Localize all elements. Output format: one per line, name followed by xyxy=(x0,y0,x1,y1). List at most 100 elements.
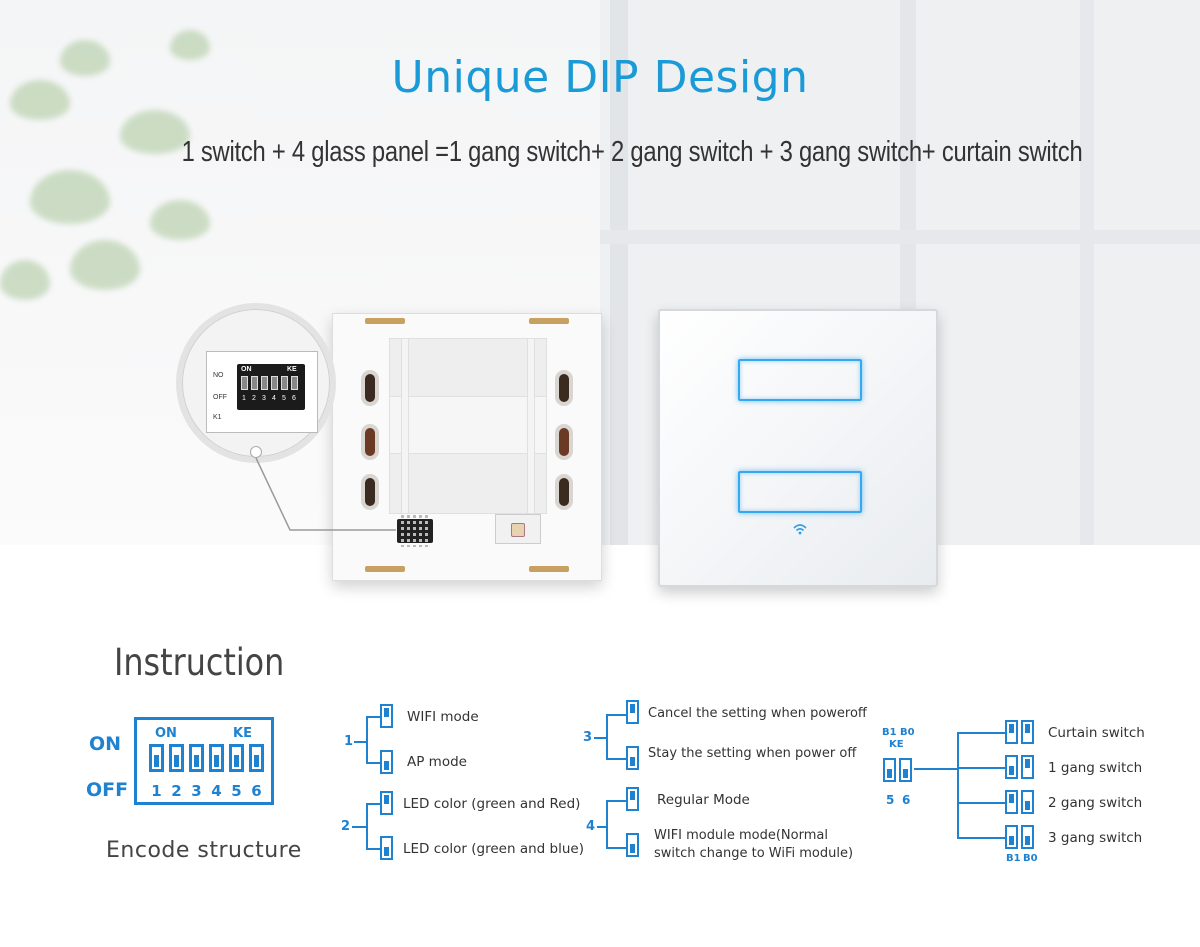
switch-down-icon xyxy=(626,833,639,857)
mount-clip xyxy=(529,318,569,324)
backplate-rail xyxy=(401,338,409,514)
screw-slot xyxy=(555,474,573,510)
touch-key-bottom xyxy=(738,471,862,513)
ke-label: KE xyxy=(889,739,904,750)
gang2-b0-icon xyxy=(1021,790,1034,814)
connector xyxy=(957,732,959,838)
dip-lever xyxy=(261,376,268,390)
connector xyxy=(957,732,1005,734)
dip-number: 4 xyxy=(272,395,276,402)
connector xyxy=(606,714,626,716)
screw-slot xyxy=(361,424,379,460)
connector xyxy=(366,762,380,764)
dip-number: 2 xyxy=(252,395,256,402)
mount-clip xyxy=(529,566,569,572)
connector xyxy=(366,716,368,764)
connector xyxy=(606,758,626,760)
dip-body: ON KE 1 2 3 4 5 6 xyxy=(237,364,305,410)
dip-lever-4 xyxy=(209,744,224,772)
magnifier-anchor-dot xyxy=(250,446,262,458)
plant-leaf xyxy=(60,40,110,76)
switch-up-icon xyxy=(626,787,639,811)
k1-label: K1 xyxy=(213,414,222,421)
gang1-b1-icon xyxy=(1005,755,1018,779)
group-1-option-b: AP mode xyxy=(407,754,467,770)
group-3-number: 3 xyxy=(583,730,593,745)
wifi-indicator-icon xyxy=(792,523,808,535)
connector xyxy=(606,800,608,849)
connector xyxy=(352,826,366,828)
dip-lever-5 xyxy=(229,744,244,772)
group-2-option-b: LED color (green and blue) xyxy=(403,841,584,857)
screw-slot xyxy=(361,370,379,406)
switch-down-icon xyxy=(380,836,393,860)
dip-switch-closeup: NO OFF K1 ON KE 1 2 3 4 5 6 xyxy=(206,351,318,433)
dip-lever xyxy=(291,376,298,390)
encode-on-label: ON xyxy=(89,733,122,755)
curtain-b0-icon xyxy=(1021,720,1034,744)
switch-up-icon xyxy=(380,791,393,815)
mode-3-gang: 3 gang switch xyxy=(1048,830,1143,846)
dip-lever xyxy=(271,376,278,390)
page-subtitle: 1 switch + 4 glass panel =1 gang switch+… xyxy=(181,136,1083,168)
group-4-option-b-line1: WIFI module mode(Normal xyxy=(654,828,828,843)
gang3-b1-icon xyxy=(1005,825,1018,849)
dip-lever xyxy=(281,376,288,390)
connector xyxy=(606,800,626,802)
glass-panel-image xyxy=(658,309,938,587)
mode-1-gang: 1 gang switch xyxy=(1048,760,1143,776)
switch-5-icon xyxy=(883,758,896,782)
encode-dip-on: ON xyxy=(155,726,177,741)
encode-dip-ke: KE xyxy=(233,726,252,741)
dip-number: 4 xyxy=(211,782,222,800)
dip-lever xyxy=(251,376,258,390)
on-label: ON xyxy=(241,366,252,373)
dip-number: 5 xyxy=(231,782,242,800)
gang3-b0-icon xyxy=(1021,825,1034,849)
no-label: NO xyxy=(213,372,224,379)
window-rail xyxy=(600,230,1200,244)
gang1-b0-icon xyxy=(1021,755,1034,779)
switch-down-icon xyxy=(380,750,393,774)
window-mullion xyxy=(610,0,628,545)
group-4-number: 4 xyxy=(586,819,596,834)
connector xyxy=(957,837,1005,839)
switch-backplate-image xyxy=(332,313,602,581)
mount-clip xyxy=(365,566,405,572)
connector xyxy=(366,716,380,718)
dip-number: 6 xyxy=(292,395,296,402)
curtain-b1-icon xyxy=(1005,720,1018,744)
connector xyxy=(957,802,1005,804)
window-mullion xyxy=(1080,0,1094,545)
b1-bottom-label: B1 xyxy=(1006,853,1021,864)
mode-curtain: Curtain switch xyxy=(1048,725,1145,741)
backplate-pair-button xyxy=(495,514,541,544)
switch-up-icon xyxy=(380,704,393,728)
encode-structure-caption: Encode structure xyxy=(106,838,302,863)
plant-leaf xyxy=(150,200,210,240)
mount-clip xyxy=(365,318,405,324)
mode-2-gang: 2 gang switch xyxy=(1048,795,1143,811)
gang2-b1-icon xyxy=(1005,790,1018,814)
dip-lever-3 xyxy=(189,744,204,772)
dip-lever-2 xyxy=(169,744,184,772)
group-3-option-a: Cancel the setting when poweroff xyxy=(648,706,867,721)
screw-slot xyxy=(555,424,573,460)
backplate-rail xyxy=(527,338,535,514)
instruction-title: Instruction xyxy=(114,641,285,684)
connector xyxy=(366,803,380,805)
group-1-number: 1 xyxy=(344,734,354,749)
touch-key-top xyxy=(738,359,862,401)
group-1-option-a: WIFI mode xyxy=(407,709,479,725)
connector xyxy=(606,714,608,760)
switch-down-icon xyxy=(626,746,639,770)
connector xyxy=(366,803,368,850)
dip-number: 6 xyxy=(251,782,262,800)
backplate-center-band xyxy=(389,396,547,454)
connector xyxy=(597,826,607,828)
group-2-number: 2 xyxy=(341,819,351,834)
b0-label: B0 xyxy=(900,727,915,738)
screw-slot xyxy=(555,370,573,406)
off-label: OFF xyxy=(213,394,227,401)
dip-lever-1 xyxy=(149,744,164,772)
